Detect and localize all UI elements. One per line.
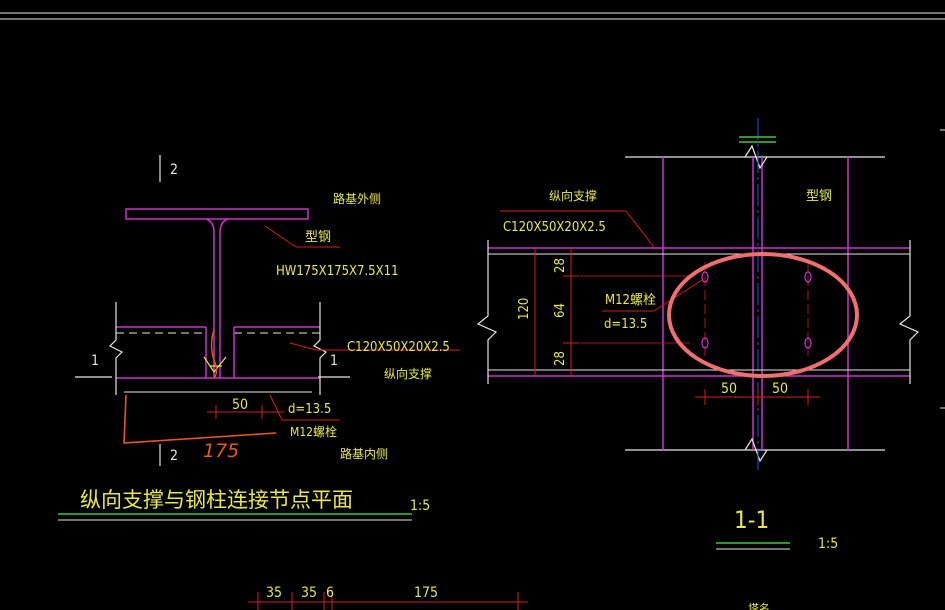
- dim-35-a: 35: [266, 585, 282, 601]
- partial-label: 塔名: [748, 601, 770, 610]
- break-column-bottom: [744, 437, 768, 463]
- break-line-right: [312, 302, 328, 395]
- side-mark-right: 1: [330, 353, 338, 369]
- break-brace-right: [898, 240, 920, 384]
- dim-35-b: 35: [301, 585, 317, 601]
- brace-label: 纵向支撑: [384, 366, 432, 381]
- channel-spec-right: C120X50X20X2.5: [503, 220, 606, 235]
- hole-diameter-right: d=13.5: [604, 317, 647, 332]
- dim-28-top: 28: [553, 258, 568, 273]
- highlight-ellipse: [667, 252, 859, 378]
- section-mark-top: 2: [170, 162, 178, 178]
- section-title: 1-1: [734, 506, 769, 534]
- dim-50-right: 50: [772, 381, 788, 397]
- top-border: [0, 12, 945, 20]
- steel-label: 型钢: [305, 230, 331, 245]
- brace-label-right: 纵向支撑: [549, 188, 597, 203]
- dim-28-bottom: 28: [553, 351, 568, 366]
- handwritten-bracket: [123, 394, 277, 444]
- channel-spec: C120X50X20X2.5: [347, 340, 450, 355]
- steel-spec: HW175X175X7.5X11: [276, 264, 399, 279]
- bolt-holes: [701, 262, 812, 357]
- dim-64: 64: [553, 303, 568, 318]
- channel-brace-right: [233, 326, 320, 378]
- steel-label-right: 型钢: [806, 189, 832, 204]
- bolt-label: M12螺栓: [290, 424, 337, 439]
- left-detail: 2 2 1 1 路基外侧 型钢: [58, 155, 460, 521]
- break-column-top: [744, 144, 768, 170]
- channel-brace-left: [116, 326, 207, 378]
- break-line-left: [108, 302, 124, 395]
- bolt-label-right: M12螺栓: [605, 293, 656, 308]
- scale-right: 1:5: [818, 536, 838, 552]
- section-mark-bottom: 2: [170, 448, 178, 464]
- side-mark-left: 1: [91, 353, 99, 369]
- bolt-hole: [804, 271, 812, 283]
- scale-left: 1:5: [410, 498, 430, 514]
- dim-120: 120: [517, 298, 532, 320]
- handwritten-mark: [210, 329, 218, 379]
- h-steel-flange: [125, 208, 309, 220]
- right-detail: 纵向支撑 C120X50X20X2.5 型钢 120 28 64 28 M12螺…: [476, 118, 920, 552]
- handwritten-175: 175: [203, 440, 239, 462]
- bolt-hole: [701, 337, 709, 349]
- dim-50-left: 50: [721, 381, 737, 397]
- bolt-hole: [701, 271, 709, 283]
- break-brace-left: [476, 240, 498, 384]
- h-steel-web: [205, 218, 229, 378]
- roadbed-inner-label: 路基内侧: [340, 446, 388, 461]
- dim-50: 50: [232, 397, 248, 413]
- hole-diameter: d=13.5: [288, 402, 331, 417]
- bottom-dimensions: 35 35 6 175 塔名: [248, 585, 770, 610]
- detail-title-left: 纵向支撑与钢柱连接节点平面: [80, 488, 353, 512]
- roadbed-outer-label: 路基外侧: [333, 191, 381, 206]
- bolt-hole: [804, 337, 812, 349]
- dim-175: 175: [414, 585, 438, 601]
- dim-6: 6: [326, 585, 334, 601]
